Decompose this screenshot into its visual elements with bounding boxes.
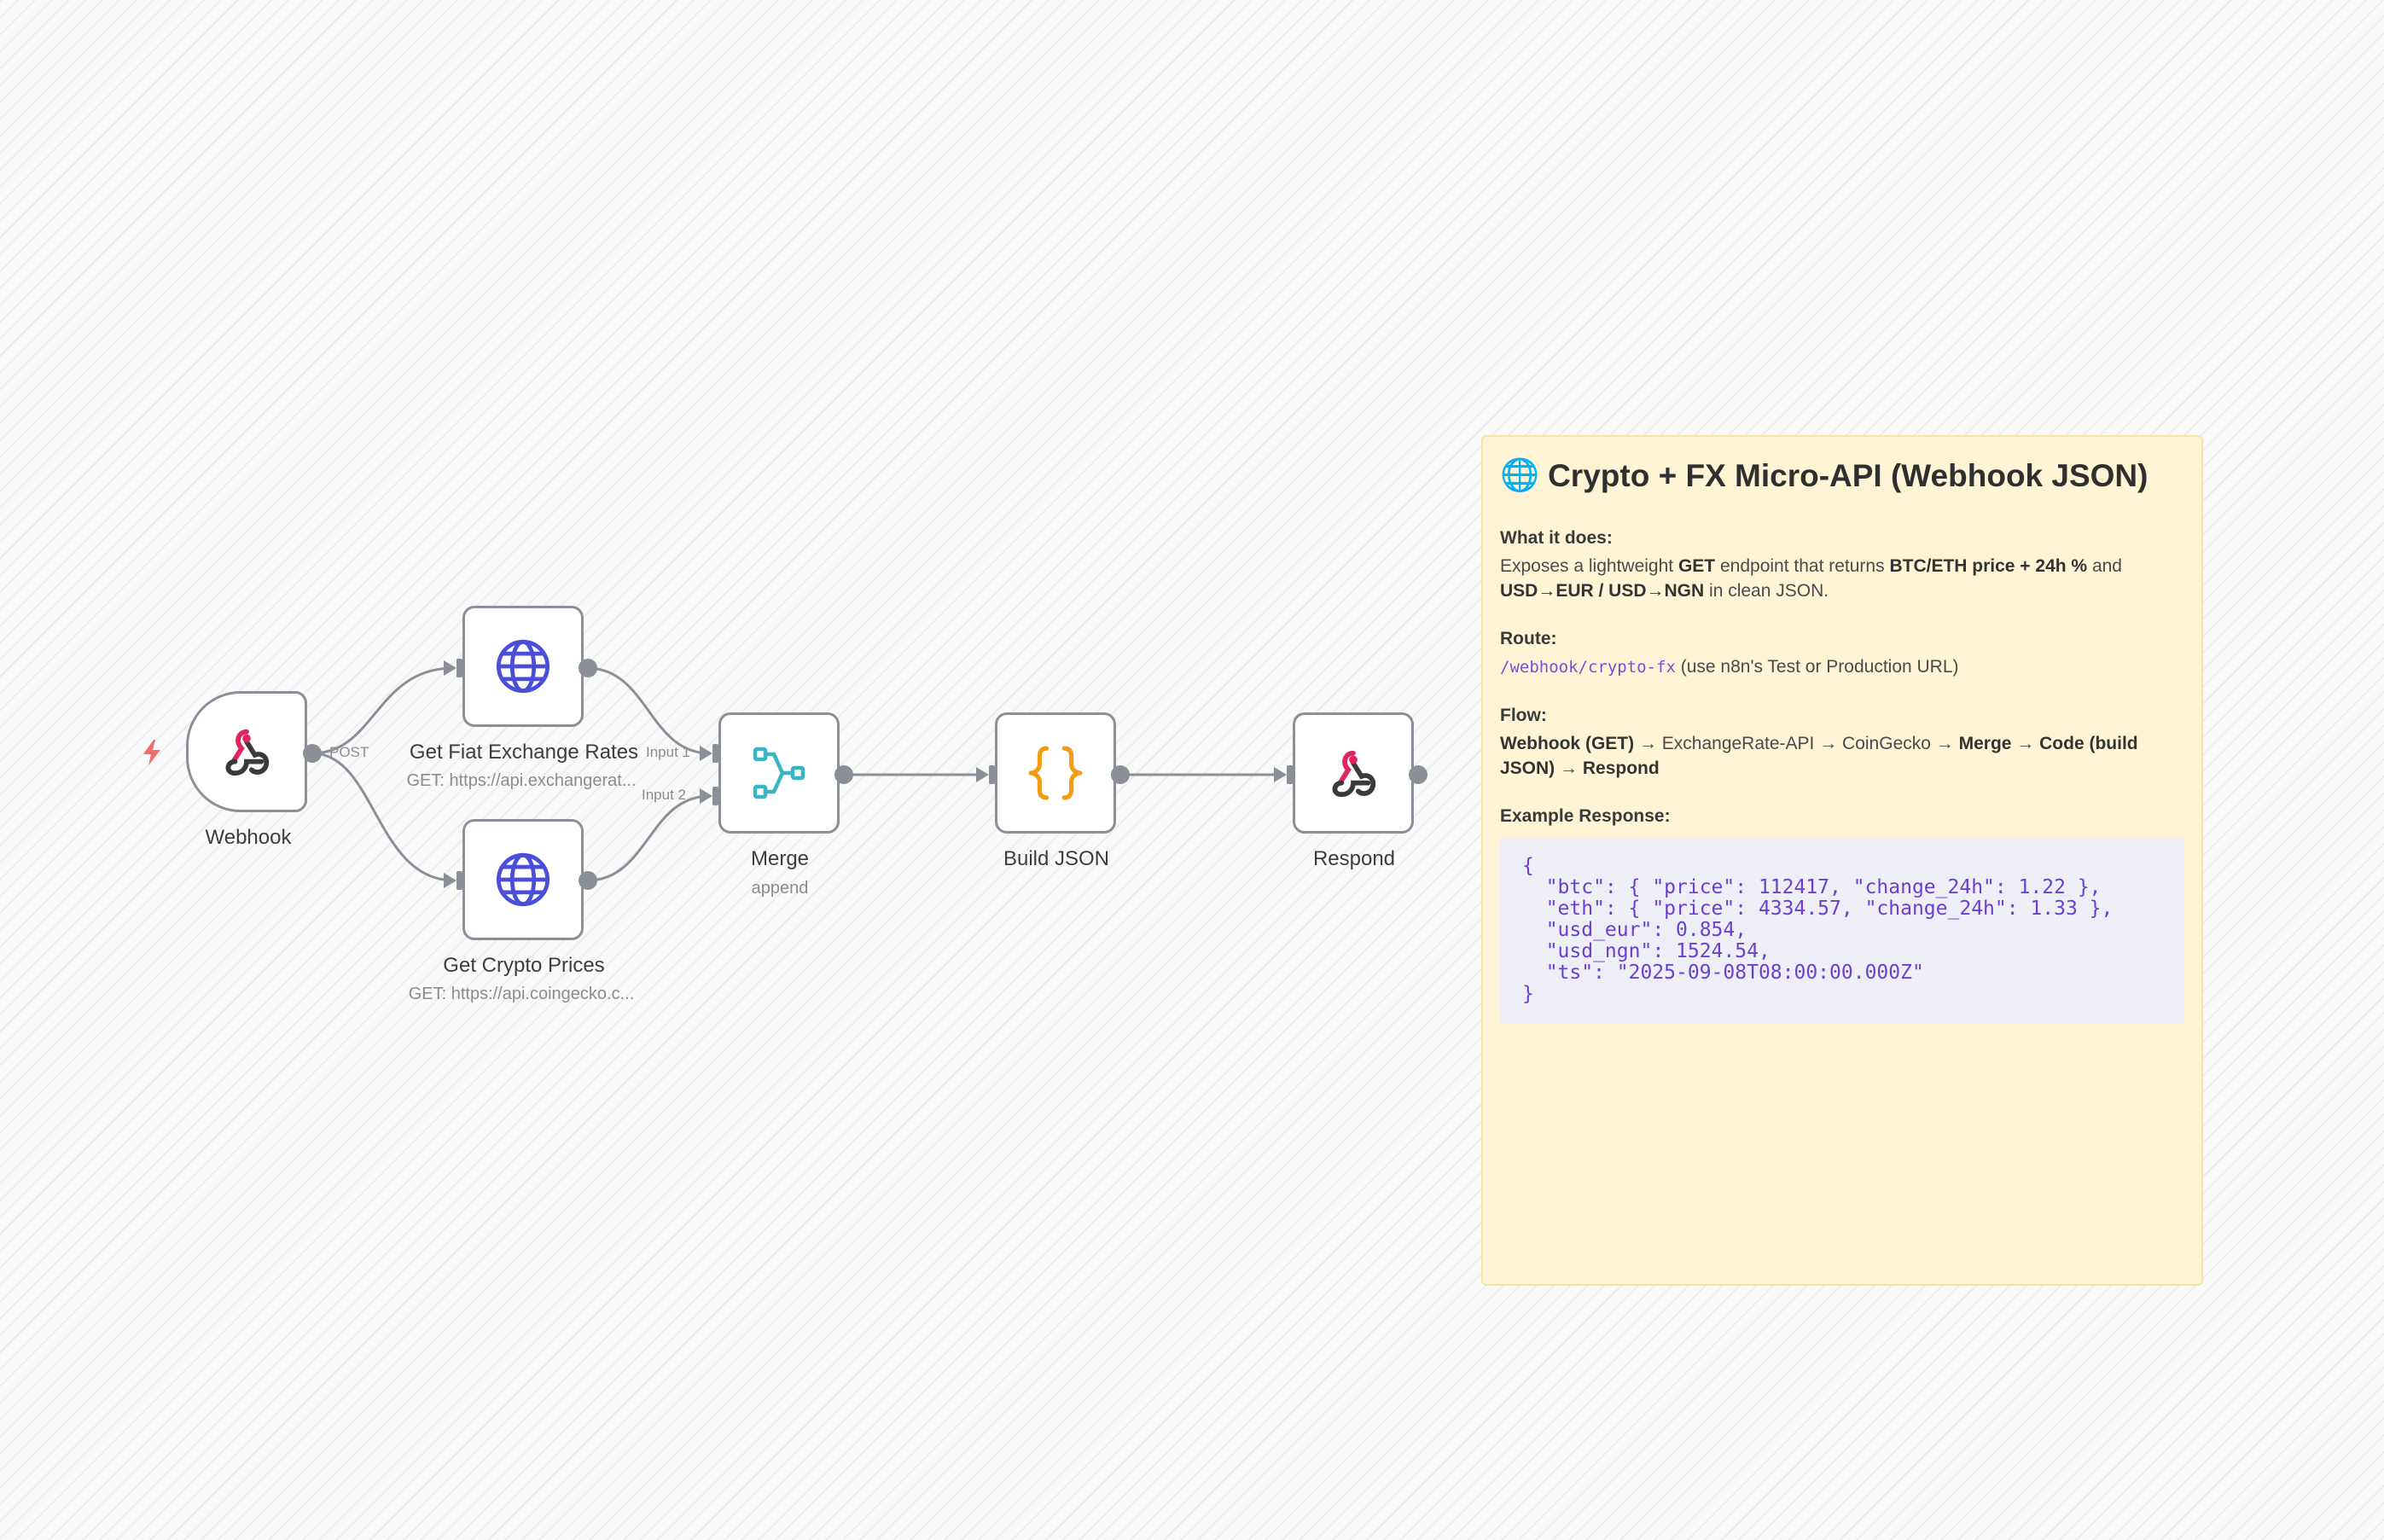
node-label-build-json: Build JSON	[1003, 847, 1110, 870]
note-section-route: Route: /webhook/crypto-fx (use n8n's Tes…	[1500, 629, 2184, 680]
crypto-output-port[interactable]	[579, 871, 597, 890]
note-what-bold: USD→EUR / USD→NGN	[1500, 581, 1705, 601]
route-hint: (use n8n's Test or Production URL)	[1675, 657, 1959, 677]
webhook-output-port[interactable]	[303, 744, 322, 763]
node-get-fiat-exchange-rates[interactable]	[462, 606, 584, 727]
node-subtitle-fiat: GET: https://api.exchangerat...	[406, 771, 637, 790]
node-label-respond: Respond	[1312, 847, 1396, 870]
globe-emoji-icon: 🌐	[1500, 457, 1540, 492]
note-example-title: Example Response:	[1500, 806, 1671, 826]
note-flow-bold: Merge	[1958, 734, 2012, 753]
sticky-note[interactable]: 🌐 Crypto + FX Micro-API (Webhook JSON) W…	[1481, 435, 2203, 1286]
note-what-part: in clean JSON.	[1704, 581, 1829, 601]
merge-input-2-port[interactable]	[712, 787, 718, 805]
node-label-webhook: Webhook	[205, 826, 292, 849]
node-merge[interactable]	[718, 712, 840, 834]
note-section-example: Example Response: { "btc": { "price": 11…	[1500, 806, 2184, 1024]
note-flow-part: → ExchangeRate-API → CoinGecko →	[1634, 734, 1959, 753]
note-what-part: endpoint that returns	[1715, 556, 1890, 576]
globe-icon	[496, 639, 550, 694]
merge-input-1-label: Input 1	[646, 744, 690, 760]
note-flow-bold: Code (build JSON)	[1500, 734, 2138, 778]
note-flow-part: →	[1555, 758, 1583, 778]
respond-input-port[interactable]	[1287, 765, 1293, 784]
note-what-text: Exposes a lightweight GET endpoint that …	[1500, 554, 2184, 603]
build-output-port[interactable]	[1111, 765, 1130, 784]
webhook-icon	[225, 729, 270, 776]
note-what-bold: BTC/ETH price + 24h %	[1889, 556, 2088, 576]
crypto-input-port[interactable]	[456, 871, 462, 890]
note-flow-title: Flow:	[1500, 706, 1547, 725]
lightning-bolt-icon	[143, 740, 160, 765]
merge-icon	[753, 747, 805, 799]
merge-output-port[interactable]	[834, 765, 853, 784]
note-what-title: What it does:	[1500, 528, 1613, 548]
globe-icon	[496, 852, 550, 907]
edge-label-post: POST	[329, 744, 369, 760]
note-flow-bold: Webhook (GET)	[1500, 734, 1635, 753]
note-flow-part: →	[2011, 734, 2040, 753]
example-response-code: { "btc": { "price": 112417, "change_24h"…	[1500, 837, 2184, 1024]
fiat-output-port[interactable]	[579, 659, 597, 677]
route-path: /webhook/crypto-fx	[1500, 658, 1676, 677]
curly-braces-icon	[1028, 746, 1083, 800]
node-get-crypto-prices[interactable]	[462, 819, 584, 940]
note-what-bold: GET	[1678, 556, 1716, 576]
note-what-part: and	[2087, 556, 2122, 576]
webhook-icon	[1332, 750, 1376, 798]
node-build-json[interactable]	[995, 712, 1116, 834]
note-flow-text: Webhook (GET) → ExchangeRate-API → CoinG…	[1500, 731, 2184, 781]
respond-output-port[interactable]	[1409, 765, 1427, 784]
note-section-flow: Flow: Webhook (GET) → ExchangeRate-API →…	[1500, 706, 2184, 781]
note-what-part: Exposes a lightweight	[1500, 556, 1678, 576]
node-label-crypto: Get Crypto Prices	[443, 954, 605, 977]
note-route-text: /webhook/crypto-fx (use n8n's Test or Pr…	[1500, 654, 2184, 680]
node-label-merge: Merge	[750, 847, 810, 870]
merge-input-1-port[interactable]	[712, 744, 718, 763]
node-subtitle-crypto: GET: https://api.coingecko.c...	[408, 985, 635, 1003]
note-title: 🌐 Crypto + FX Micro-API (Webhook JSON)	[1500, 457, 2184, 494]
node-label-fiat: Get Fiat Exchange Rates	[409, 741, 639, 764]
note-flow-bold: Respond	[1582, 758, 1660, 778]
note-title-text: Crypto + FX Micro-API (Webhook JSON)	[1548, 457, 2149, 493]
fiat-input-port[interactable]	[456, 659, 462, 677]
note-route-title: Route:	[1500, 629, 1557, 648]
node-webhook[interactable]	[186, 691, 307, 812]
node-respond[interactable]	[1293, 712, 1414, 834]
node-subtitle-merge: append	[751, 879, 809, 898]
build-input-port[interactable]	[989, 765, 995, 784]
note-section-what: What it does: Exposes a lightweight GET …	[1500, 528, 2184, 603]
merge-input-2-label: Input 2	[642, 787, 686, 803]
